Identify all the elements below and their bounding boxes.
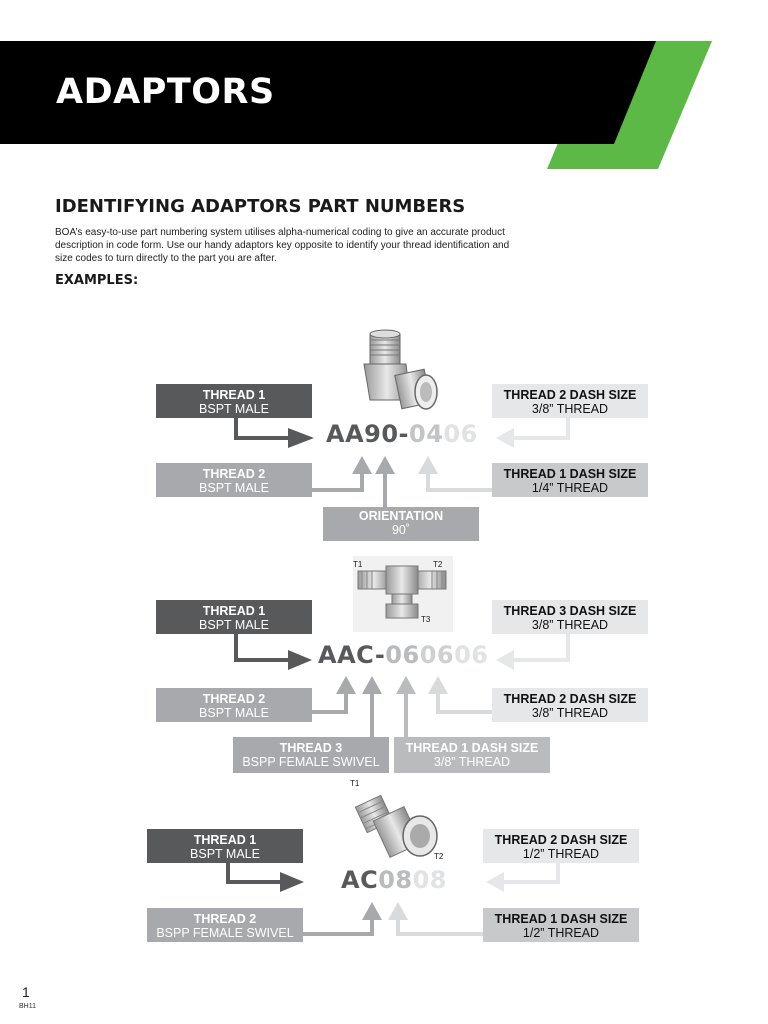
- ex2-t3dash-arrow: [496, 634, 570, 670]
- ex1-orientation-box: ORIENTATION 90˚: [323, 507, 479, 541]
- ex2-t1dash-arrow: [396, 676, 416, 737]
- ex2-t3dash-sub: 3/8” THREAD: [531, 618, 609, 632]
- ex2-code-d: 06: [454, 641, 489, 669]
- ex1-code-a: AA90: [326, 420, 399, 448]
- tee-label-t3: T3: [421, 615, 431, 624]
- ex2-thread2-sub: BSPT MALE: [199, 706, 269, 720]
- ex1-t1dash-box: THREAD 1 DASH SIZE 1/4” THREAD: [492, 463, 648, 497]
- ex1-part-code: AA90-0406: [326, 420, 478, 448]
- ex2-t2dash-title: THREAD 2 DASH SIZE: [503, 692, 637, 706]
- ex3-code-a: AC: [341, 866, 379, 894]
- ex2-thread3-title: THREAD 3: [279, 741, 343, 755]
- ex1-code-b: 04: [409, 420, 444, 448]
- ex2-t3dash-box: THREAD 3 DASH SIZE 3/8” THREAD: [492, 600, 648, 634]
- page-number: 1: [22, 984, 30, 1000]
- ex1-thread2-arrow: [312, 456, 372, 492]
- page-title: ADAPTORS: [56, 72, 275, 112]
- tee-adaptor-image: [353, 556, 453, 632]
- tee-label-t1: T1: [353, 560, 363, 569]
- ex3-t1dash-arrow: [388, 902, 484, 936]
- ex1-t2dash-box: THREAD 2 DASH SIZE 3/8” THREAD: [492, 384, 648, 418]
- ex1-orientation-title: ORIENTATION: [358, 509, 444, 523]
- ex2-thread3-box: THREAD 3 BSPP FEMALE SWIVEL: [233, 737, 389, 773]
- ex3-thread1-box: THREAD 1 BSPT MALE: [147, 829, 303, 863]
- ex3-t2dash-arrow: [486, 862, 560, 892]
- ex1-thread2-title: THREAD 2: [202, 467, 266, 481]
- swivel-adaptor-image: [354, 794, 438, 858]
- ex3-thread2-title: THREAD 2: [193, 912, 257, 926]
- ex3-thread2-arrow: [300, 902, 382, 936]
- swivel-label-t1: T1: [350, 779, 360, 788]
- ex1-thread1-arrow: [234, 418, 314, 448]
- ex2-code-a: AAC: [318, 641, 375, 669]
- ex3-t1dash-box: THREAD 1 DASH SIZE 1/2” THREAD: [483, 908, 639, 942]
- ex3-t2dash-box: THREAD 2 DASH SIZE 1/2” THREAD: [483, 829, 639, 863]
- ex1-thread2-box: THREAD 2 BSPT MALE: [156, 463, 312, 497]
- black-banner-band: [0, 41, 656, 144]
- ex1-orientation-arrow: [375, 456, 395, 508]
- ex1-t2dash-sub: 3/8” THREAD: [531, 402, 609, 416]
- ex2-t3dash-title: THREAD 3 DASH SIZE: [503, 604, 637, 618]
- ex2-thread2-title: THREAD 2: [202, 692, 266, 706]
- ex1-thread1-title: THREAD 1: [202, 388, 266, 402]
- ex3-t2dash-sub: 1/2” THREAD: [522, 847, 600, 861]
- ex1-thread1-sub: BSPT MALE: [199, 402, 269, 416]
- ex2-t1dash-box: THREAD 1 DASH SIZE 3/8” THREAD: [394, 737, 550, 773]
- ex2-code-c: 06: [419, 641, 455, 669]
- ex2-thread3-sub: BSPP FEMALE SWIVEL: [242, 755, 380, 769]
- ex1-code-dash: -: [398, 420, 410, 448]
- ex1-t2dash-title: THREAD 2 DASH SIZE: [503, 388, 637, 402]
- ex2-thread3-arrow: [362, 676, 382, 737]
- ex2-code-b: 06: [385, 641, 420, 669]
- ex3-thread1-sub: BSPT MALE: [190, 847, 260, 861]
- ex2-t1dash-sub: 3/8” THREAD: [433, 755, 511, 769]
- page-code: BH11: [19, 1003, 36, 1010]
- ex2-t2dash-sub: 3/8” THREAD: [531, 706, 609, 720]
- elbow-adaptor-image: [363, 329, 438, 410]
- ex3-thread1-title: THREAD 1: [193, 833, 257, 847]
- ex2-thread2-arrow: [312, 676, 356, 714]
- ex2-t2dash-box: THREAD 2 DASH SIZE 3/8” THREAD: [492, 688, 648, 722]
- ex2-t2dash-arrow: [428, 676, 494, 714]
- ex2-t1dash-title: THREAD 1 DASH SIZE: [405, 741, 539, 755]
- ex1-thread1-box: THREAD 1 BSPT MALE: [156, 384, 312, 418]
- ex1-t1dash-sub: 1/4” THREAD: [531, 481, 609, 495]
- tee-label-t2: T2: [433, 560, 443, 569]
- ex3-part-code: AC0808: [341, 866, 447, 894]
- intro-paragraph: BOA’s easy-to-use part numbering system …: [55, 227, 510, 264]
- ex3-thread2-box: THREAD 2 BSPP FEMALE SWIVEL: [147, 908, 303, 942]
- ex2-code-dash: -: [374, 641, 386, 669]
- examples-label: EXAMPLES:: [55, 273, 139, 288]
- ex1-thread2-sub: BSPT MALE: [199, 481, 269, 495]
- ex2-thread1-title: THREAD 1: [202, 604, 266, 618]
- ex3-thread1-arrow: [226, 862, 304, 892]
- swivel-label-t2: T2: [434, 852, 444, 861]
- ex1-code-c: 06: [443, 420, 478, 448]
- section-heading: IDENTIFYING ADAPTORS PART NUMBERS: [55, 196, 466, 217]
- ex3-t2dash-title: THREAD 2 DASH SIZE: [494, 833, 628, 847]
- ex2-thread2-box: THREAD 2 BSPT MALE: [156, 688, 312, 722]
- ex3-t1dash-sub: 1/2” THREAD: [522, 926, 600, 940]
- ex1-t1dash-arrow: [418, 456, 494, 492]
- ex3-t1dash-title: THREAD 1 DASH SIZE: [494, 912, 628, 926]
- ex1-t1dash-title: THREAD 1 DASH SIZE: [503, 467, 637, 481]
- ex3-code-b: 08: [378, 866, 413, 894]
- ex2-thread1-arrow: [234, 634, 312, 670]
- ex1-orientation-sub: 90˚: [391, 523, 411, 537]
- ex3-thread2-sub: BSPP FEMALE SWIVEL: [156, 926, 294, 940]
- ex2-thread1-sub: BSPT MALE: [199, 618, 269, 632]
- ex3-code-c: 08: [412, 866, 447, 894]
- ex1-t2dash-arrow: [496, 418, 570, 448]
- header-banner: [0, 41, 712, 169]
- ex2-thread1-box: THREAD 1 BSPT MALE: [156, 600, 312, 634]
- ex2-part-code: AAC-060606: [318, 641, 489, 669]
